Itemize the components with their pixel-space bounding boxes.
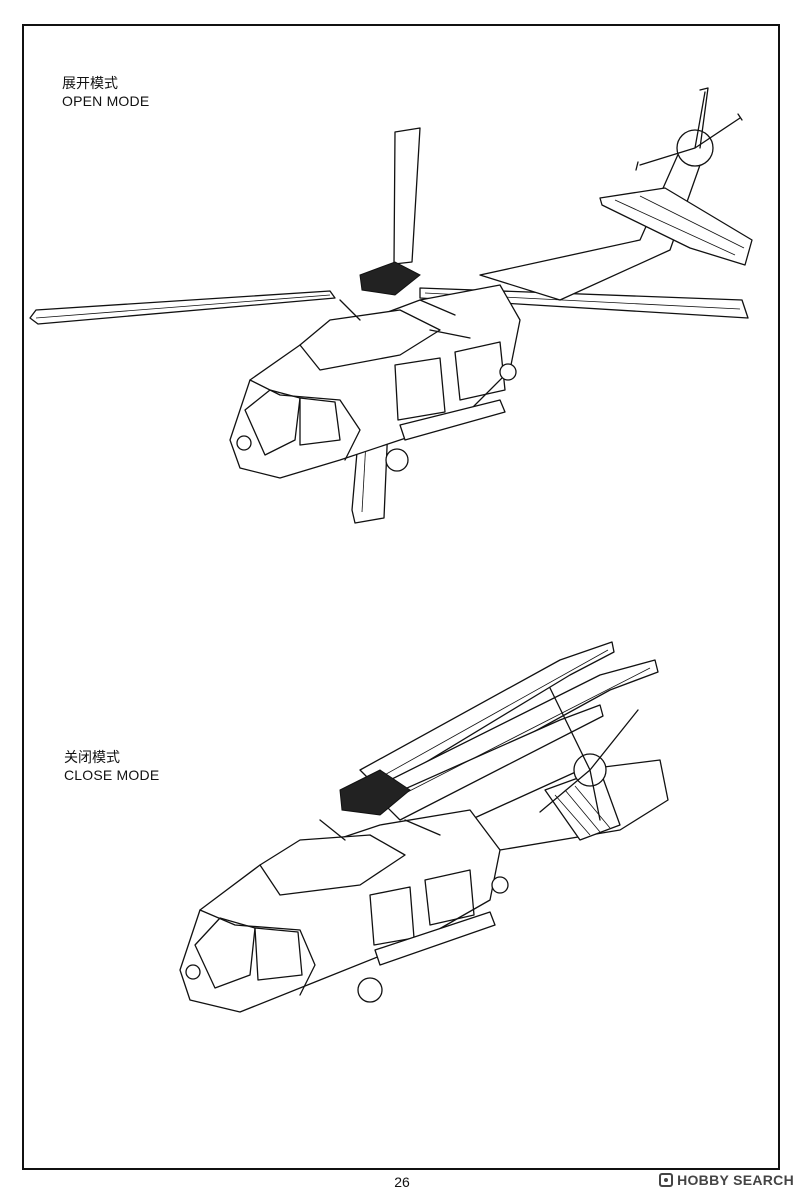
- close-mode-label-en: CLOSE MODE: [64, 767, 160, 783]
- close-tail-section: [469, 687, 669, 851]
- close-mode-label-zh: 关闭模式: [64, 750, 120, 766]
- open-mode-label-zh: 展开模式: [62, 76, 118, 92]
- hobby-search-watermark: HOBBY SEARCH: [659, 1172, 794, 1188]
- close-mode-label: 关闭模式 CLOSE MODE: [64, 750, 159, 784]
- close-fuselage: [179, 769, 509, 1013]
- page-border: [22, 24, 780, 1170]
- open-fuselage: [229, 261, 521, 479]
- page-number: 26: [394, 1174, 410, 1190]
- close-folded-blades: [359, 641, 659, 821]
- open-mode-label: 展开模式 OPEN MODE: [62, 76, 149, 110]
- open-mode-label-en: OPEN MODE: [62, 93, 150, 109]
- watermark-text: HOBBY SEARCH: [677, 1172, 794, 1188]
- hobby-search-logo-icon: [659, 1173, 674, 1187]
- open-mode-helicopter-illustration: [29, 87, 753, 524]
- open-tail-section: [479, 87, 753, 301]
- close-mode-helicopter-illustration: [179, 641, 669, 1013]
